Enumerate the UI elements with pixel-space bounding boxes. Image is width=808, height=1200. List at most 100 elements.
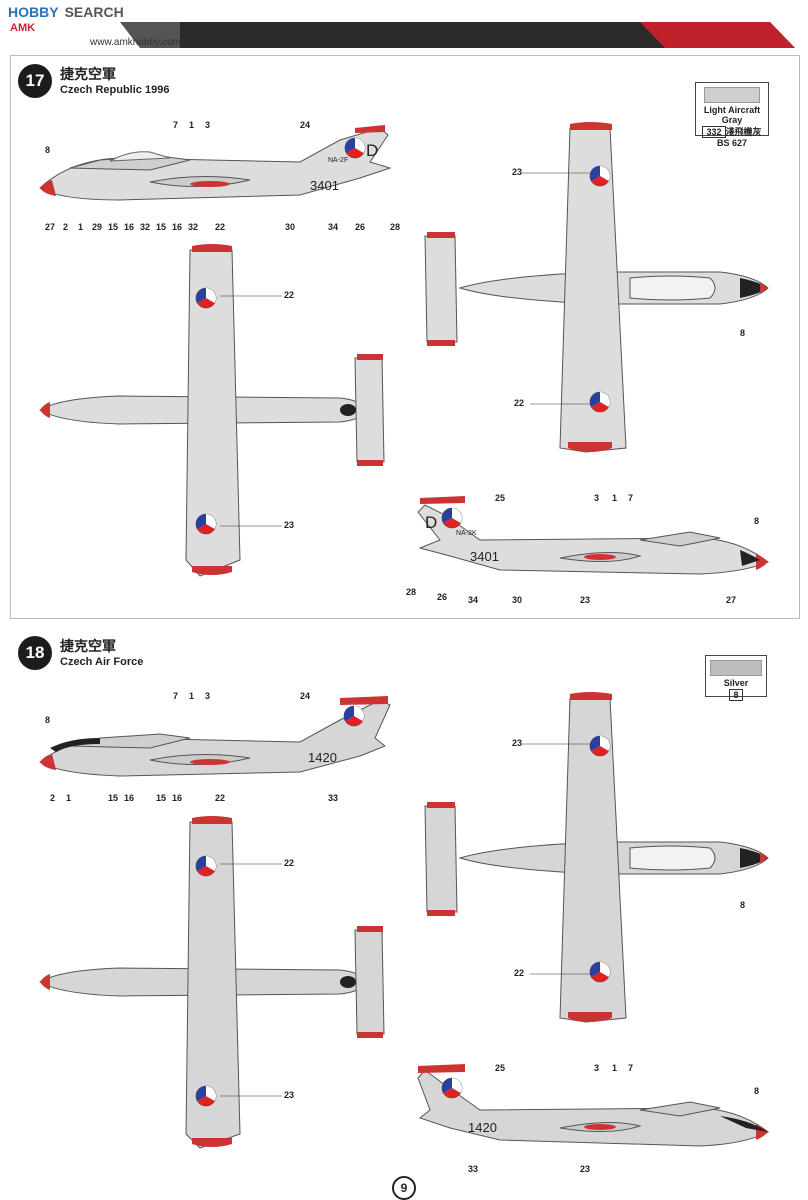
silver-swatch <box>710 660 762 676</box>
scheme-17-panel <box>10 55 800 619</box>
svg-text:NA-2K: NA-2K <box>456 530 477 537</box>
scheme-17-title-cn: 捷克空軍 <box>60 67 116 83</box>
callout-label: 23 <box>512 167 523 177</box>
callout-label: 26 <box>355 222 366 232</box>
callout-label: 28 <box>406 587 417 597</box>
callout-label: 7 <box>628 493 634 503</box>
callout-label: 22 <box>284 290 295 300</box>
callout-label: 30 <box>285 222 296 232</box>
callout-label: 8 <box>45 715 51 725</box>
callout-label: 15 <box>108 222 119 232</box>
callout-label: 22 <box>514 968 525 978</box>
callout-label: 22 <box>514 398 525 408</box>
leader-lines <box>220 172 590 1097</box>
light-gray-swatch <box>704 87 760 103</box>
callout-label: 1 <box>189 691 195 701</box>
scheme-17-top-view <box>424 122 769 453</box>
callout-label: 7 <box>173 691 179 701</box>
callout-label: 15 <box>156 222 167 232</box>
callout-label: 2 <box>63 222 69 232</box>
scheme-18-title-cn: 捷克空軍 <box>60 639 116 655</box>
callout-label: 1 <box>78 222 84 232</box>
callout-label: 22 <box>284 858 295 868</box>
callout-label: 3 <box>205 691 211 701</box>
callout-label: 27 <box>726 595 737 605</box>
scheme-18-badge: 18 <box>18 636 52 670</box>
callout-label: 23 <box>580 595 591 605</box>
callout-label: 7 <box>173 120 179 130</box>
color-code: 332 <box>702 126 726 138</box>
scheme-18-top-view <box>424 692 769 1023</box>
callout-label: 8 <box>740 900 746 910</box>
color-name: Silver <box>723 678 749 688</box>
scheme-18-right-side-view <box>417 1064 769 1147</box>
scheme-17-underside-view <box>39 244 385 577</box>
callout-label: 1 <box>612 493 618 503</box>
scheme-17-right-side-view <box>417 496 769 575</box>
page-number: 9 <box>392 1176 416 1200</box>
callout-label: 27 <box>45 222 56 232</box>
callout-label: 16 <box>172 222 183 232</box>
callout-label: 1 <box>189 120 195 130</box>
color-name: Light Aircraft Gray <box>703 105 761 125</box>
callout-label: 15 <box>108 793 119 803</box>
scheme-18-title-en: Czech Air Force <box>60 656 144 668</box>
callout-label: 23 <box>284 1090 295 1100</box>
site-url: www.amkhobby.com <box>90 37 181 48</box>
svg-text:D: D <box>425 513 437 532</box>
color-code: 8 <box>729 689 743 701</box>
callout-label: 25 <box>495 1063 506 1073</box>
scheme-17-title-en: Czech Republic 1996 <box>60 84 170 96</box>
callout-label: 2 <box>50 793 56 803</box>
callout-label: 24 <box>300 691 311 701</box>
callout-label: 15 <box>156 793 167 803</box>
callout-label: 8 <box>754 516 760 526</box>
svg-text:3401: 3401 <box>470 549 499 564</box>
callout-label: 25 <box>495 493 506 503</box>
callout-label: 22 <box>215 222 226 232</box>
callout-label: 30 <box>512 595 523 605</box>
callout-label: 28 <box>390 222 401 232</box>
callout-label: 8 <box>754 1086 760 1096</box>
callout-label: 22 <box>215 793 226 803</box>
callout-label: 8 <box>45 145 51 155</box>
callout-label: 23 <box>580 1164 591 1174</box>
callout-label: 16 <box>124 793 135 803</box>
callout-label: 7 <box>628 1063 634 1073</box>
callout-label: 34 <box>468 595 479 605</box>
callout-label: 33 <box>328 793 339 803</box>
callout-label: 23 <box>512 738 523 748</box>
callout-label: 33 <box>468 1164 479 1174</box>
callout-label: 34 <box>328 222 339 232</box>
callout-label: 24 <box>300 120 311 130</box>
callout-label: 3 <box>205 120 211 130</box>
header-banner <box>120 22 795 48</box>
color-name-cn: 淺飛機灰 <box>725 127 762 137</box>
callout-label: 16 <box>124 222 135 232</box>
svg-text:3401: 3401 <box>310 178 339 193</box>
callout-label: 32 <box>140 222 151 232</box>
callout-label: 23 <box>284 520 295 530</box>
callout-label: 1 <box>66 793 72 803</box>
svg-text:1420: 1420 <box>468 1120 497 1135</box>
color-bs: BS 627 <box>716 138 748 148</box>
scheme-17-side-view <box>39 125 392 201</box>
callout-label: 3 <box>594 1063 600 1073</box>
svg-text:D: D <box>366 141 378 160</box>
callout-label: 16 <box>172 793 183 803</box>
scheme-17-badge: 17 <box>18 64 52 98</box>
callout-label: 8 <box>740 328 746 338</box>
svg-text:1420: 1420 <box>308 750 337 765</box>
svg-text:NA-2F: NA-2F <box>328 157 348 164</box>
callout-label: 32 <box>188 222 199 232</box>
callout-label: 26 <box>437 592 448 602</box>
scheme-18-color-chip: Silver 8 <box>705 655 767 701</box>
scheme-18-underside-view <box>39 816 385 1149</box>
brand-sub: AMK <box>10 22 36 34</box>
scheme-18-side-view <box>39 696 391 777</box>
callout-label: 1 <box>612 1063 618 1073</box>
